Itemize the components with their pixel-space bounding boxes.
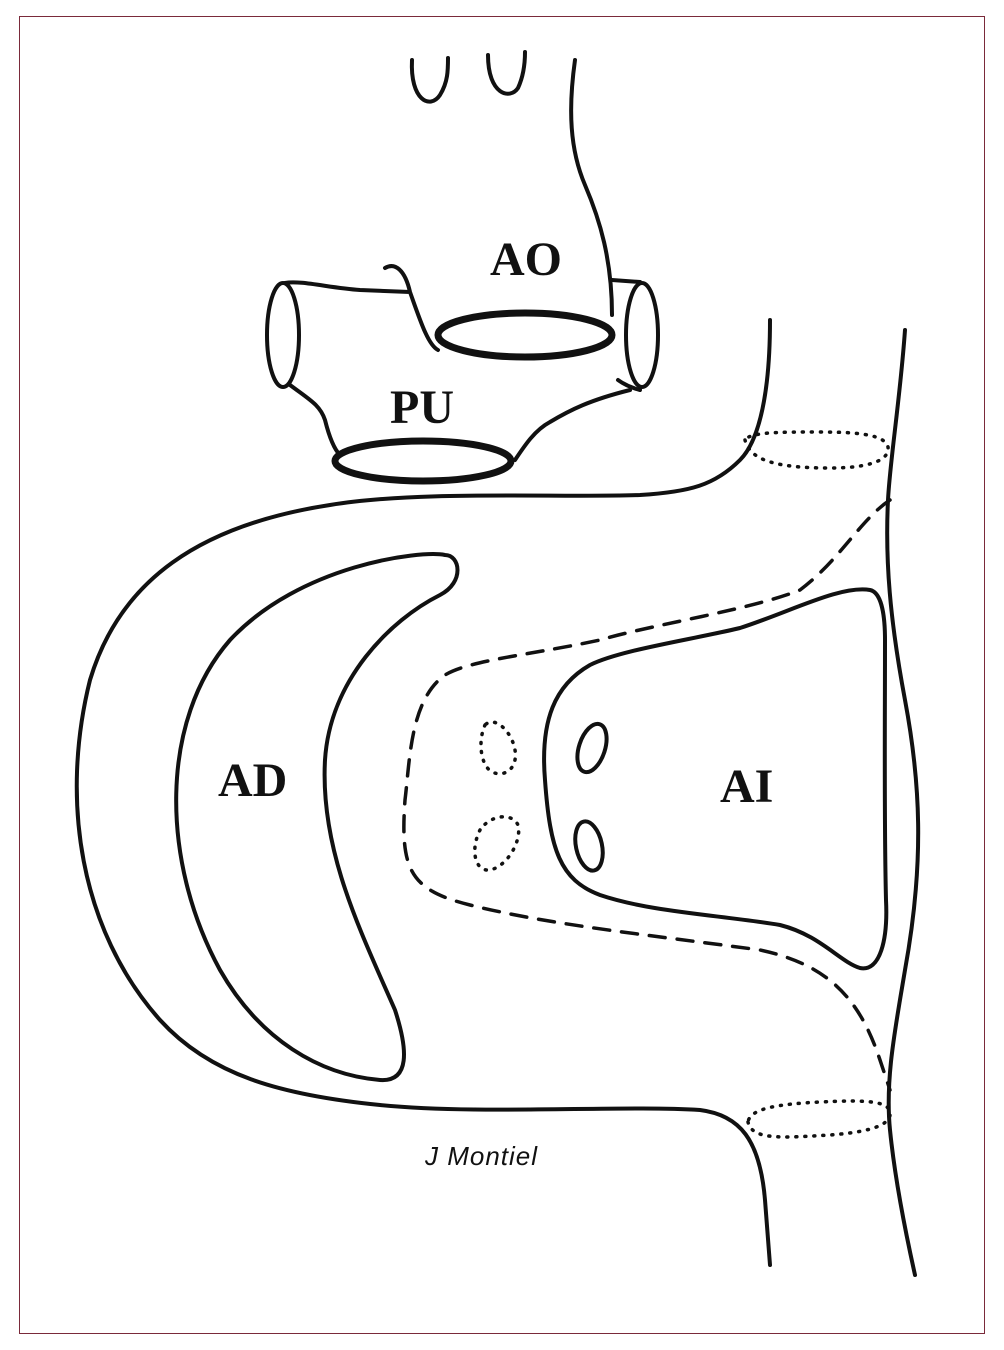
aorta-right-wall: [571, 60, 612, 315]
label-pu: PU: [390, 381, 454, 434]
fossa-dotted-lower: [475, 817, 519, 870]
label-ad: AD: [218, 754, 287, 807]
pulmonary-vein-upper: [572, 720, 612, 776]
vein-dotted-upper: [745, 432, 888, 468]
aortic-right-opening: [626, 283, 658, 387]
vein-dotted-lower: [748, 1101, 890, 1137]
septum-right-wall: [887, 330, 918, 1275]
atria-outer-contour: [77, 320, 770, 1265]
label-ao: AO: [490, 233, 562, 286]
aortic-valve-ring: [438, 313, 612, 357]
pulmonary-left-opening: [267, 283, 299, 387]
label-ai: AI: [720, 760, 773, 813]
right-atrium-wall: [176, 554, 457, 1080]
pulmonary-valve-ring: [335, 441, 511, 481]
pulmonary-trunk: [290, 385, 630, 460]
vessel-branch-left: [412, 58, 448, 102]
pulmonary-vein-lower: [571, 819, 607, 873]
vessel-branch-middle: [488, 52, 525, 94]
pulmonary-left-branch: [285, 266, 438, 350]
septal-dashed-outline: [404, 500, 890, 1090]
left-atrium-wall: [544, 589, 886, 968]
artist-signature: J Montiel: [424, 1141, 538, 1171]
fossa-dotted-upper: [481, 722, 515, 774]
